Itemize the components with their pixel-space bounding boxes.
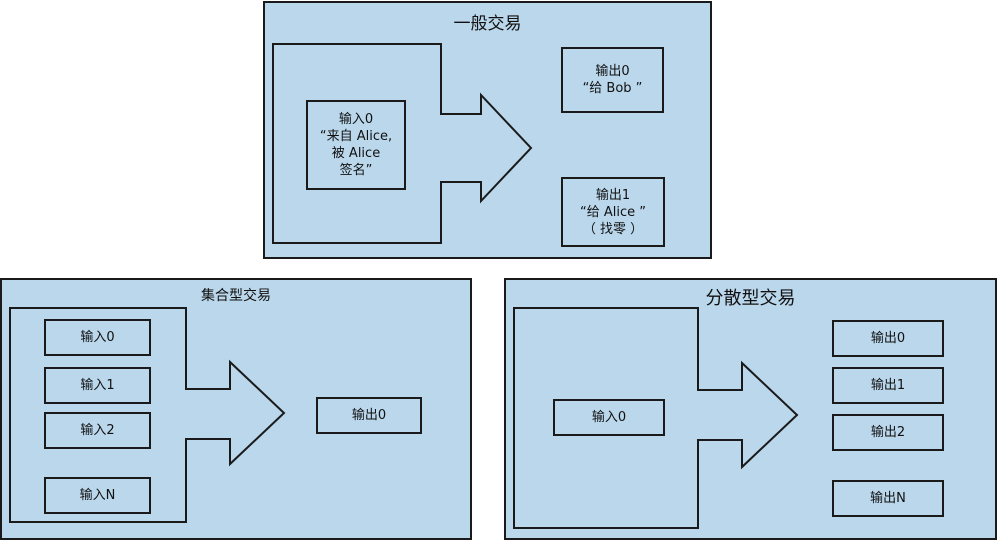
general-input-line-4: 签名”	[339, 163, 373, 178]
distribute-output-0-box: 输出0	[832, 320, 944, 357]
general-output-1-box: 输出1 “给 Alice ” （ 找零 ）	[561, 177, 665, 247]
distribute-transaction-title: 分散型交易	[705, 288, 796, 309]
general-arrow-shape	[272, 43, 533, 244]
general-output-0-box: 输出0 “给 Bob ”	[561, 47, 664, 113]
distribute-output-1-box: 输出1	[832, 367, 944, 404]
collect-input-0-box: 输入0	[44, 319, 151, 356]
general-input-line-1: 输入0	[338, 112, 374, 127]
general-output-0-line-1: 输出0	[595, 64, 630, 79]
general-output-1-line-3: （ 找零 ）	[582, 221, 644, 237]
general-output-0-line-2: “给 Bob ”	[582, 81, 643, 96]
general-input-box: 输入0 “来自 Alice, 被 Alice 签名”	[306, 100, 406, 190]
collect-input-2-box: 输入2	[44, 412, 151, 449]
general-input-line-2: “来自 Alice,	[319, 129, 393, 144]
distribute-output-n-box: 输出N	[832, 480, 944, 517]
distribute-output-2-box: 输出2	[832, 414, 944, 451]
general-transaction-title: 一般交易	[453, 14, 522, 34]
collect-arrow-shape	[9, 307, 286, 523]
collect-transaction-title: 集合型交易	[201, 288, 271, 304]
general-output-1-line-1: 输出1	[595, 187, 631, 203]
general-output-1-line-2: “给 Alice ”	[580, 204, 646, 220]
collect-input-1-box: 输入1	[44, 367, 151, 404]
distribute-input-0-box: 输入0	[553, 399, 665, 436]
general-transaction-panel: 一般交易 输入0 “来自 Alice, 被 Alice 签名” 输出0 “给 B…	[263, 1, 712, 259]
distribute-transaction-panel: 分散型交易 输入0 输出0 输出1 输出2 输出N	[504, 278, 997, 540]
general-input-line-3: 被 Alice	[331, 146, 381, 161]
distribute-arrow-shape	[513, 307, 799, 529]
collect-input-n-box: 输入N	[44, 477, 151, 514]
collect-output-0-box: 输出0	[316, 397, 422, 434]
collect-transaction-panel: 集合型交易 输入0 输入1 输入2 输入N 输出0	[0, 278, 472, 540]
